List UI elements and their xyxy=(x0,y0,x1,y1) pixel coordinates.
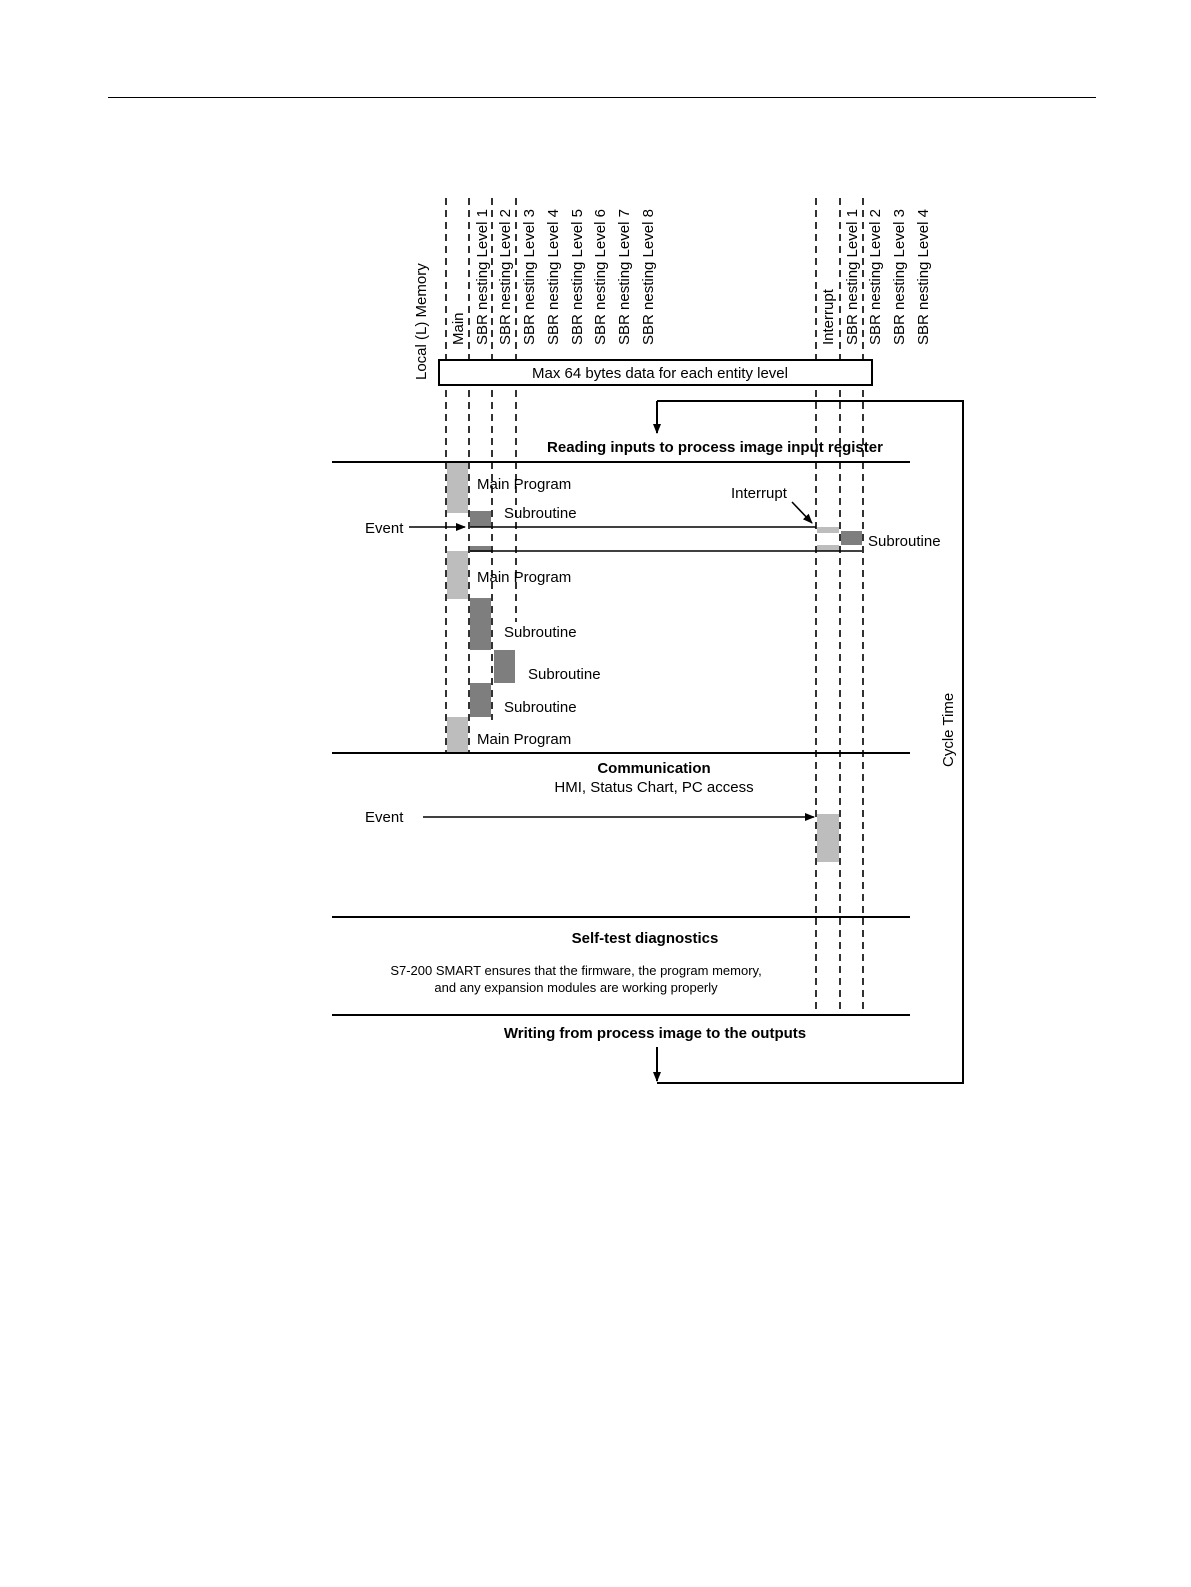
selftest-line-2: and any expansion modules are working pr… xyxy=(434,980,718,995)
column-label-interrupt: Interrupt xyxy=(820,288,837,345)
subroutine-label-1: Subroutine xyxy=(504,505,577,522)
communication-subtitle: HMI, Status Chart, PC access xyxy=(554,779,753,796)
main-block-2 xyxy=(447,551,468,599)
communication-heading: Communication xyxy=(597,760,710,777)
subroutine-label-4: Subroutine xyxy=(504,699,577,716)
column-label-sbr4: SBR nesting Level 4 xyxy=(545,209,562,345)
main-block-1 xyxy=(447,463,468,513)
column-label-main: Main xyxy=(450,312,467,345)
main-block-3 xyxy=(447,717,468,752)
column-label-sbr1: SBR nesting Level 1 xyxy=(474,209,491,345)
subroutine-label-2: Subroutine xyxy=(504,624,577,641)
subroutine-label-3: Subroutine xyxy=(528,666,601,683)
max-bytes-box: Max 64 bytes data for each entity level xyxy=(438,359,873,386)
int-sbr1-block xyxy=(841,531,862,545)
main-program-label-2: Main Program xyxy=(477,569,571,586)
writing-outputs-heading: Writing from process image to the output… xyxy=(504,1025,806,1042)
column-label-sbr5: SBR nesting Level 5 xyxy=(569,209,586,345)
selftest-line-1: S7-200 SMART ensures that the firmware, … xyxy=(390,963,761,978)
event-lines xyxy=(409,501,862,821)
page-header-rule xyxy=(108,97,1096,98)
cycle-time-label: Cycle Time xyxy=(940,693,957,767)
event-label-1: Event xyxy=(365,520,404,537)
column-label-int-sbr4: SBR nesting Level 4 xyxy=(915,209,932,345)
sbr1-block-3 xyxy=(470,683,491,717)
section-separators xyxy=(332,461,910,1016)
memory-label: Local (L) Memory xyxy=(413,263,430,380)
sbr2-block xyxy=(494,650,515,683)
column-label-sbr8: SBR nesting Level 8 xyxy=(640,209,657,345)
column-label-int-sbr2: SBR nesting Level 2 xyxy=(867,209,884,345)
column-label-int-sbr3: SBR nesting Level 3 xyxy=(891,209,908,345)
sbr1-block-1b xyxy=(470,546,491,552)
column-label-sbr3: SBR nesting Level 3 xyxy=(521,209,538,345)
interrupt-block-1b xyxy=(817,545,839,551)
reading-inputs-heading: Reading inputs to process image input re… xyxy=(547,439,883,456)
column-label-sbr2: SBR nesting Level 2 xyxy=(497,209,514,345)
interrupt-block-1 xyxy=(817,527,839,533)
cycle-loop xyxy=(653,400,964,1084)
max-bytes-label: Max 64 bytes data for each entity level xyxy=(532,365,788,382)
column-label-sbr6: SBR nesting Level 6 xyxy=(592,209,609,345)
sbr1-block-2 xyxy=(470,598,491,650)
column-label-sbr7: SBR nesting Level 7 xyxy=(616,209,633,345)
column-label-int-sbr1: SBR nesting Level 1 xyxy=(844,209,861,345)
event-label-2: Event xyxy=(365,809,404,826)
sbr1-block-1 xyxy=(470,511,491,527)
interrupt-label: Interrupt xyxy=(731,485,788,502)
execution-blocks xyxy=(447,463,862,862)
column-headers: Local (L) Memory Main SBR nesting Level … xyxy=(413,209,932,380)
comm-interrupt-block xyxy=(817,814,839,862)
main-program-label-1: Main Program xyxy=(477,476,571,493)
selftest-heading: Self-test diagnostics xyxy=(572,930,719,947)
program-labels: Main Program Subroutine Interrupt Event … xyxy=(365,476,941,748)
main-program-label-3: Main Program xyxy=(477,731,571,748)
subroutine-label-interrupt: Subroutine xyxy=(868,533,941,550)
